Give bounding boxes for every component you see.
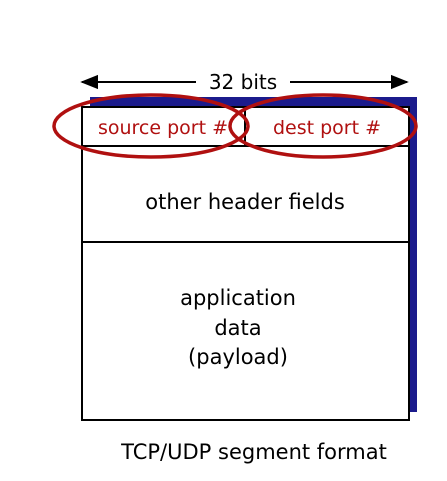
payload-line-3: (payload): [188, 345, 288, 369]
segment-box-outline: [81, 106, 410, 421]
segment-box: [81, 106, 410, 421]
payload-line-2: data: [214, 316, 261, 340]
diagram-caption: TCP/UDP segment format: [120, 440, 387, 464]
width-label: 32 bits: [209, 70, 277, 94]
source-port-label: source port #: [98, 117, 228, 139]
payload-line-1: application: [180, 286, 296, 310]
width-arrow: 32 bits: [80, 70, 409, 94]
other-header-fields-label: other header fields: [145, 190, 345, 214]
dest-port-highlight: [228, 93, 418, 159]
source-port-highlight: [52, 93, 250, 159]
dest-port-label: dest port #: [273, 117, 381, 139]
